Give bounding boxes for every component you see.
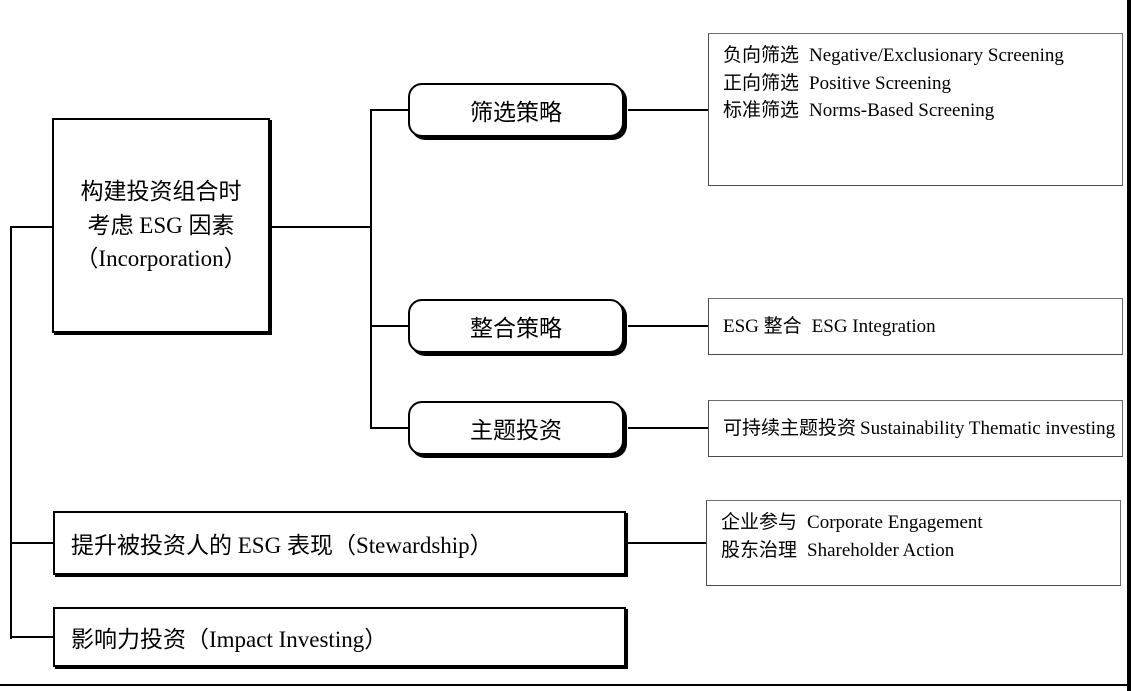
connector-integration-to-detail [628,325,709,327]
detail-panel-integration-rows: ESG 整合 ESG Integration [723,313,936,341]
connector-stewardship-to-detail [628,542,709,544]
branch-box-thematic[interactable]: 主题投资 [408,401,624,455]
root-box[interactable]: 构建投资组合时 考虑 ESG 因素 （Incorporation） [52,118,270,333]
detail-row: 正向筛选 Positive Screening [723,70,1064,98]
detail-row-cn: 可持续主题投资 [723,417,857,439]
detail-row-en: Positive Screening [809,72,951,94]
connector-screening-to-detail [628,109,709,111]
connector-branch-trunk-vertical [370,110,372,429]
frame-bottom-edge [0,684,1131,686]
detail-row-cn: 股东治理 [721,539,798,561]
connector-impact-stub [10,636,54,638]
bottom-box-impact-label: 影响力投资（Impact Investing） [71,627,388,652]
root-line-3: （Incorporation） [75,246,247,272]
detail-panel-stewardship-rows: 企业参与 Corporate Engagement 股东治理 Shareholder… [721,509,983,564]
connector-thematic-to-detail [628,427,709,429]
connector-root-stub [10,226,52,228]
detail-row: ESG 整合 ESG Integration [723,313,936,341]
root-line-2: 考虑 ESG 因素 [87,212,235,238]
bottom-box-stewardship[interactable]: 提升被投资人的 ESG 表现（Stewardship） [53,511,626,575]
detail-row-en: Negative/Exclusionary Screening [809,45,1064,66]
detail-row: 标准筛选 Norms-Based Screening [723,97,1064,125]
connector-left-spine-vertical [10,227,12,639]
detail-row-en: Corporate Engagement [807,512,983,533]
detail-row-cn: 标准筛选 [723,100,800,122]
frame-right-edge [1127,0,1131,691]
detail-row-en: Shareholder Action [807,539,955,561]
connector-trunk-to-screening [370,109,410,111]
branch-label-integration: 整合策略 [470,316,562,341]
root-line-1: 构建投资组合时 [80,179,242,205]
detail-row-cn: ESG 整合 [723,315,802,337]
detail-row-cn: 负向筛选 [723,45,800,66]
branch-box-integration[interactable]: 整合策略 [408,299,624,353]
detail-panel-screening-rows: 负向筛选 Negative/Exclusionary Screening 正向筛选… [723,42,1064,125]
branch-label-screening: 筛选策略 [470,100,562,125]
detail-panel-screening[interactable]: 负向筛选 Negative/Exclusionary Screening 正向筛选… [708,33,1123,186]
connector-stewardship-stub [10,542,54,544]
detail-row: 股东治理 Shareholder Action [721,537,983,565]
bottom-box-impact[interactable]: 影响力投资（Impact Investing） [53,607,626,667]
bottom-box-stewardship-label: 提升被投资人的 ESG 表现（Stewardship） [71,533,493,558]
branch-label-thematic: 主题投资 [470,418,562,443]
connector-trunk-to-thematic [370,427,410,429]
detail-row-en: ESG Integration [811,315,936,337]
detail-panel-integration[interactable]: ESG 整合 ESG Integration [708,298,1123,355]
detail-row-en: Norms-Based Screening [809,100,995,122]
root-box-text: 构建投资组合时 考虑 ESG 因素 （Incorporation） [75,175,246,275]
connector-root-to-trunk [270,226,372,228]
branch-box-screening[interactable]: 筛选策略 [408,83,624,137]
detail-row-en: Sustainability Thematic investing [860,417,1116,439]
detail-row: 企业参与 Corporate Engagement [721,509,983,537]
detail-panel-stewardship[interactable]: 企业参与 Corporate Engagement 股东治理 Shareholder… [706,500,1121,586]
detail-row: 负向筛选 Negative/Exclusionary Screening [723,42,1064,70]
detail-row-cn: 正向筛选 [723,72,800,94]
connector-trunk-to-integration [370,325,410,327]
detail-row-cn: 企业参与 [721,512,798,533]
